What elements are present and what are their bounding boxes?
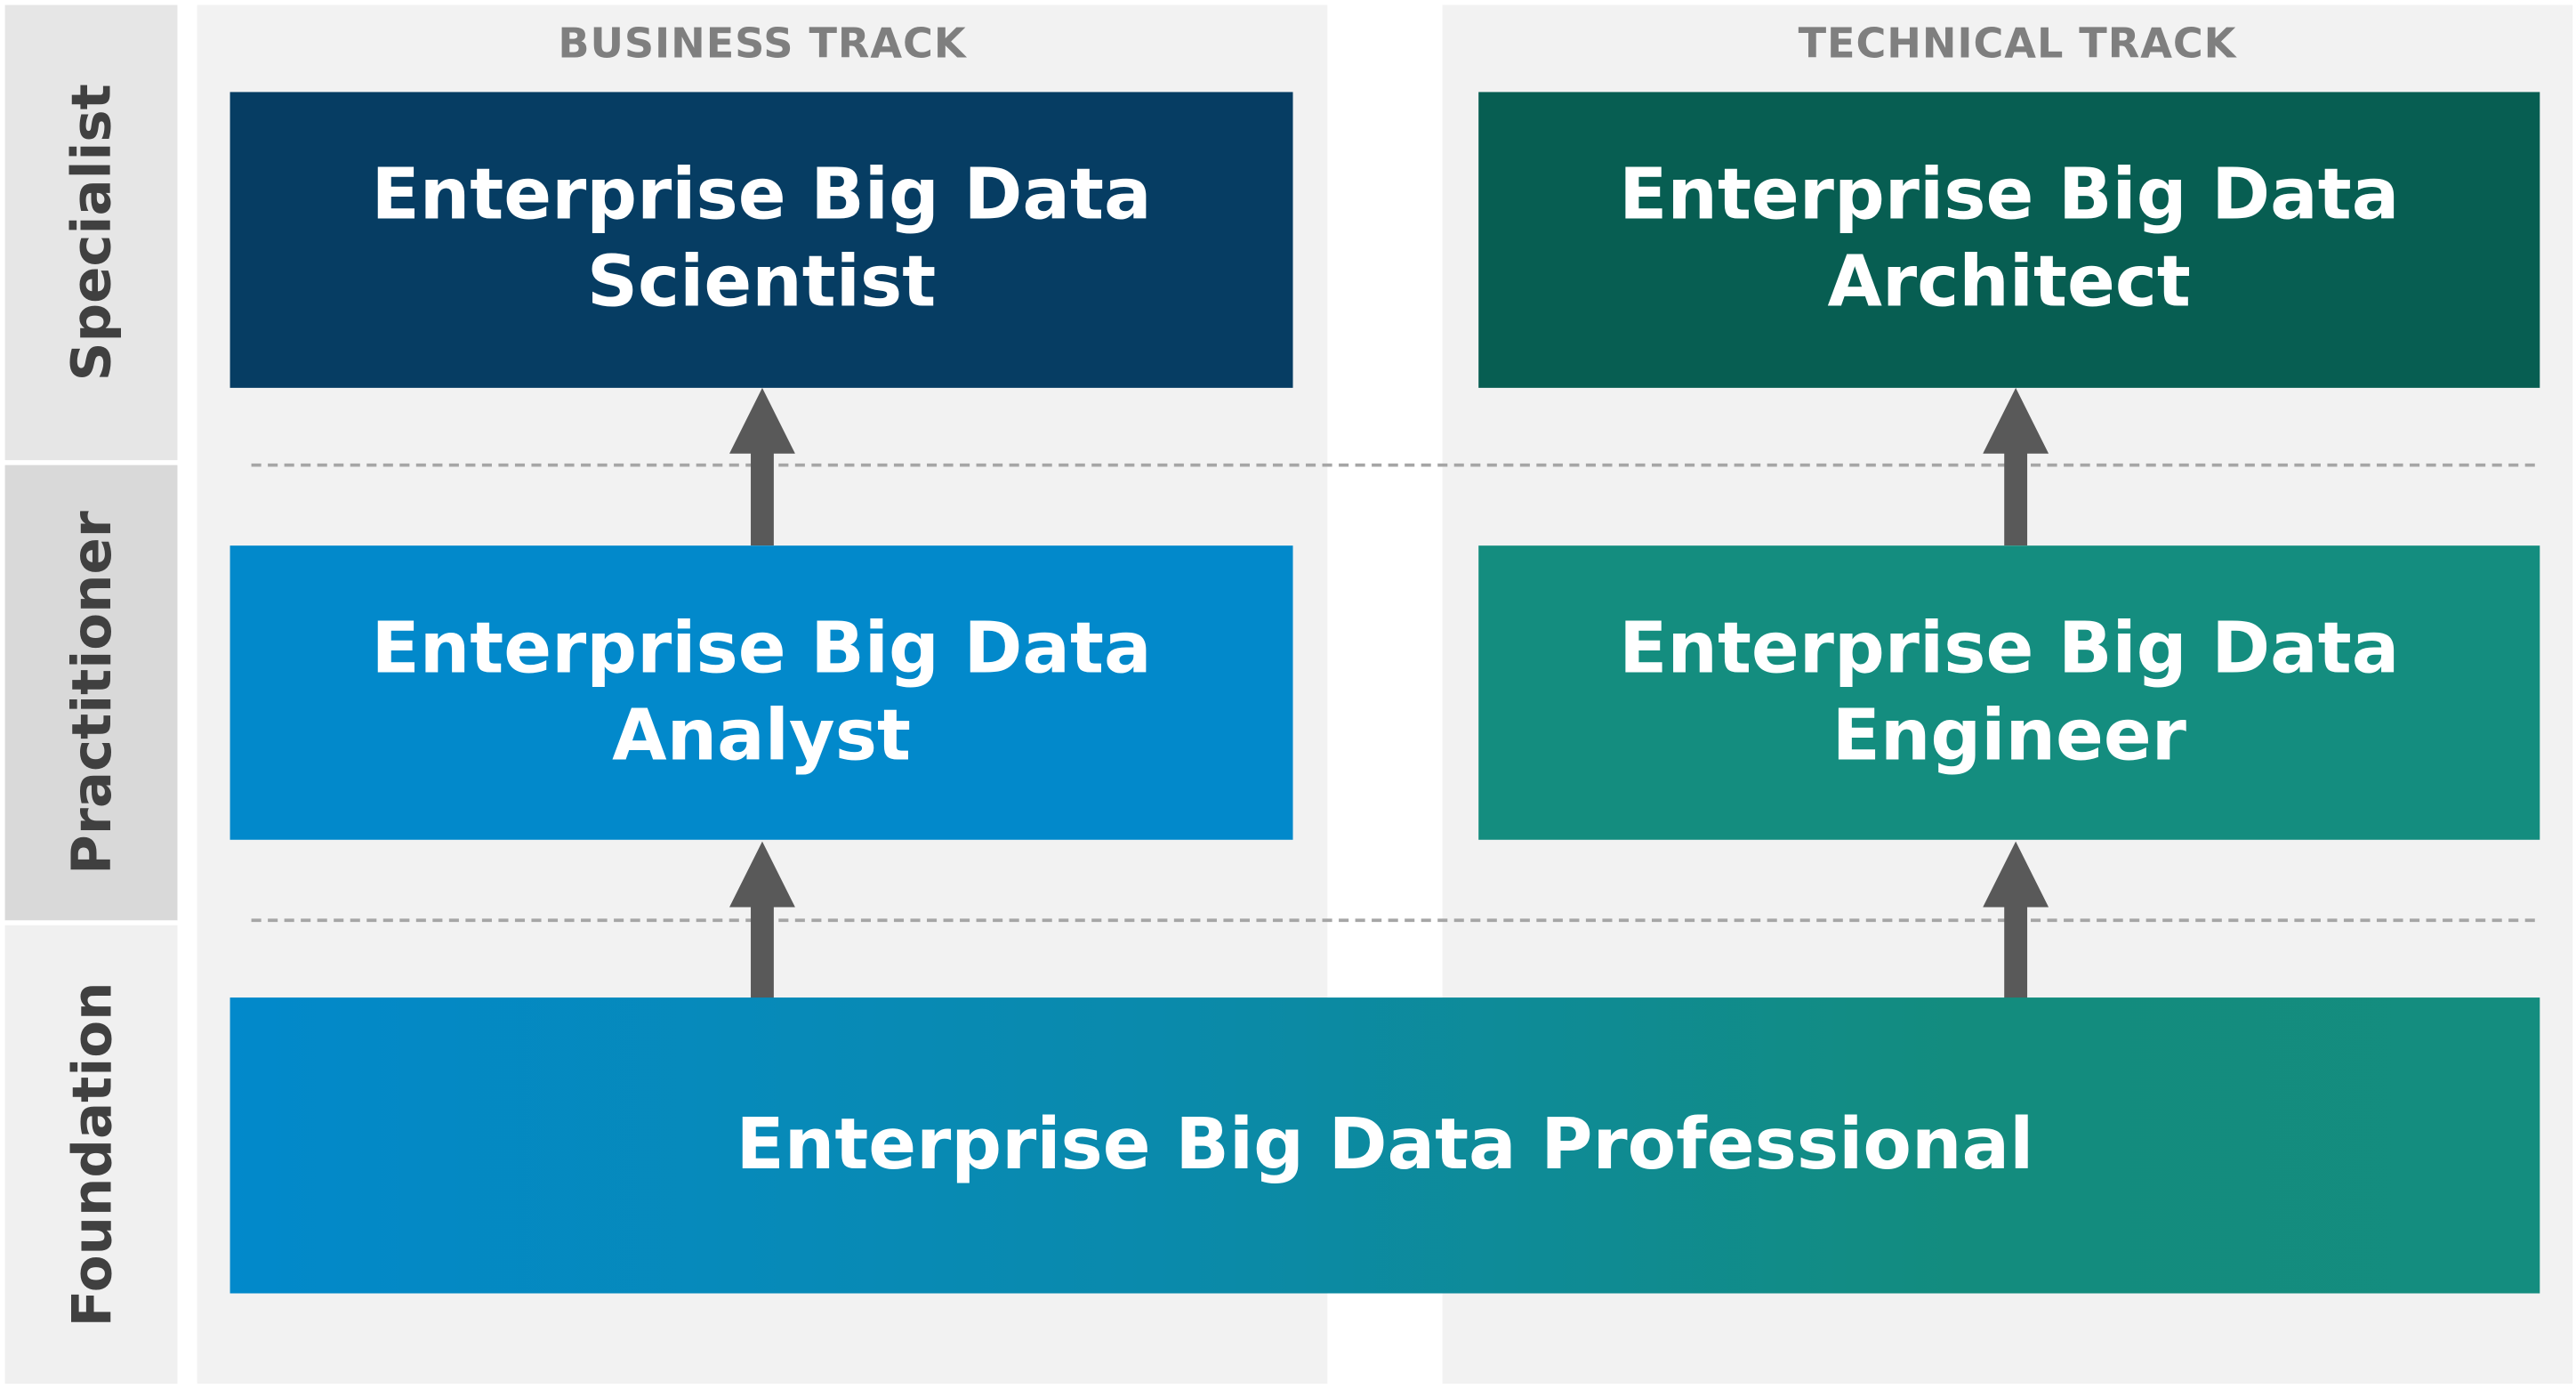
arrow-up-icon (1983, 841, 2049, 999)
business-track-header: BUSINESS TRACK (558, 20, 967, 68)
cert-title-line: Architect (1827, 241, 2191, 324)
arrow-up-icon (1983, 387, 2049, 546)
arrow-up-icon (729, 387, 795, 546)
level-specialist: Specialist (4, 4, 178, 461)
cert-title-line: Scientist (586, 241, 937, 324)
level-divider (251, 918, 2535, 923)
cert-title-line: Enterprise Big Data (1619, 154, 2400, 237)
cert-title-line: Enterprise Big Data Professional (736, 1103, 2034, 1186)
cert-title-line: Engineer (1831, 694, 2186, 777)
technical-track-header: TECHNICAL TRACK (1798, 20, 2237, 68)
level-label: Specialist (59, 84, 124, 382)
cert-title-line: Analyst (612, 694, 911, 777)
level-label: Foundation (59, 981, 124, 1328)
cert-title-line: Enterprise Big Data (371, 607, 1152, 690)
level-foundation: Foundation (4, 925, 178, 1385)
cert-title-line: Enterprise Big Data (1619, 607, 2400, 690)
level-divider (251, 463, 2535, 467)
level-label: Practitioner (59, 511, 124, 875)
cert-box-professional: Enterprise Big Data Professional (229, 997, 2540, 1294)
arrow-up-icon (729, 841, 795, 999)
level-practitioner: Practitioner (4, 464, 178, 921)
cert-title-line: Enterprise Big Data (371, 154, 1152, 237)
